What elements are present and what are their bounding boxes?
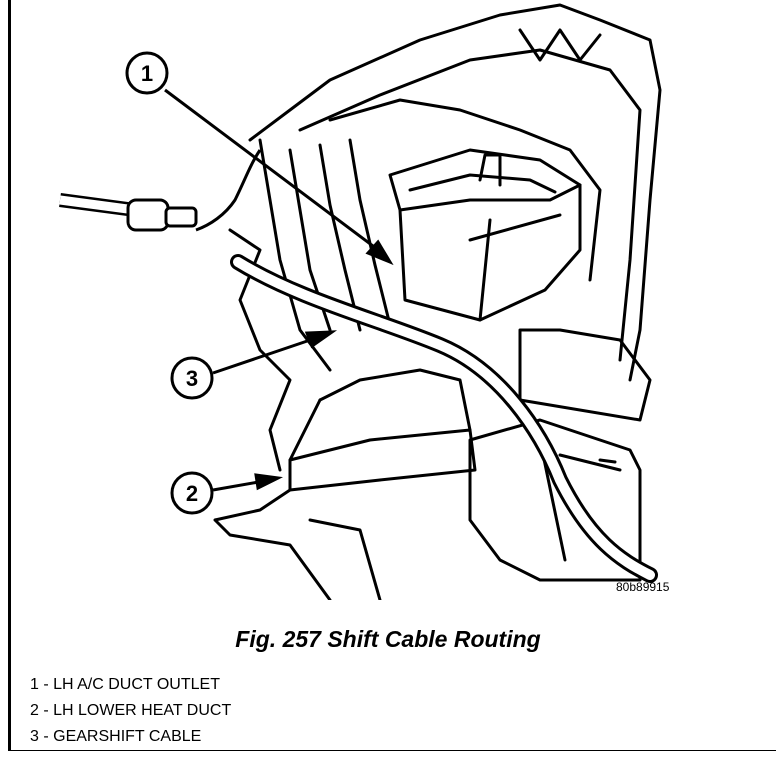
- legend-item: 2 - LH LOWER HEAT DUCT: [30, 702, 232, 719]
- figure-code: 80b89915: [616, 580, 670, 594]
- legend-item: 1 - LH A/C DUCT OUTLET: [30, 676, 220, 693]
- page-bottom-rule: [8, 750, 776, 751]
- callout-3: 3: [170, 356, 214, 400]
- callout-3-label: 3: [186, 366, 198, 391]
- page-left-rule: [8, 0, 11, 750]
- callout-2: 2: [170, 471, 214, 515]
- callout-1: 1: [125, 51, 169, 95]
- shift-cable-illustration: 1 3 2: [59, 3, 662, 600]
- callout-2-label: 2: [186, 481, 198, 506]
- legend-list: 1 - LH A/C DUCT OUTLET 2 - LH LOWER HEAT…: [30, 672, 231, 750]
- figure-caption: Fig. 257 Shift Cable Routing: [235, 626, 541, 652]
- callout-1-label: 1: [141, 61, 153, 86]
- legend-item: 3 - GEARSHIFT CABLE: [30, 728, 202, 745]
